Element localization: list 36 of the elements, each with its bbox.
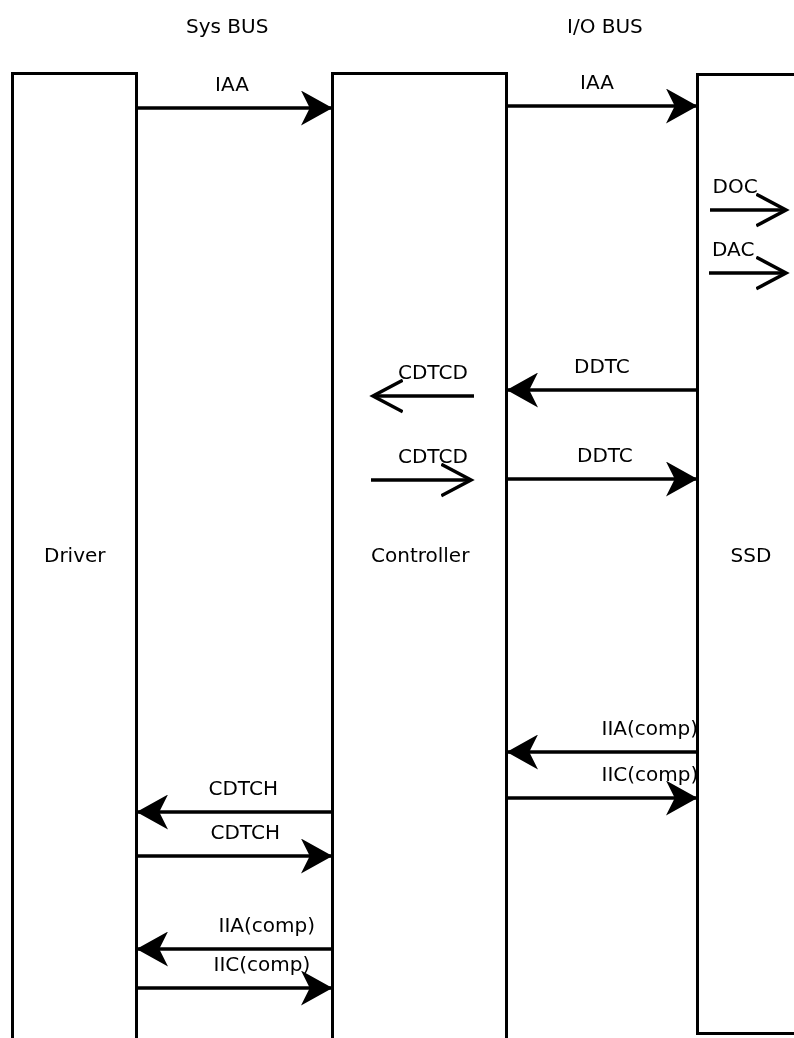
arrow: [506, 734, 698, 770]
edge-label: DDTC: [574, 356, 630, 376]
arrow: [506, 780, 698, 816]
edge-label: IIC(comp): [601, 764, 699, 784]
controller-box: [331, 72, 508, 1038]
arrow: [136, 970, 333, 1006]
arrow: [136, 931, 333, 967]
driver-box: [11, 72, 138, 1038]
edge-label: CDTCD: [398, 446, 468, 466]
node-label: SSD: [730, 545, 772, 565]
edge-label: IAA: [215, 74, 249, 94]
arrow: [506, 372, 698, 408]
arrow: [709, 255, 788, 291]
arrow: [136, 794, 333, 830]
arrow: [710, 192, 788, 228]
arrow: [506, 461, 698, 497]
edge-label: IAA: [580, 72, 614, 92]
arrow: [371, 462, 473, 498]
edge-label: CDTCD: [398, 362, 468, 382]
edge-label: CDTCH: [210, 822, 280, 842]
edge-label: IIC(comp): [213, 954, 311, 974]
bus-label: Sys BUS: [186, 16, 269, 36]
edge-label: CDTCH: [208, 778, 278, 798]
arrow: [371, 378, 474, 414]
edge-label: IIA(comp): [218, 915, 315, 935]
edge-label: IIA(comp): [601, 718, 698, 738]
arrow: [136, 90, 333, 126]
node-label: Driver: [44, 545, 106, 565]
edge-label: DAC: [712, 239, 755, 259]
edge-label: DDTC: [577, 445, 633, 465]
bus-label: I/O BUS: [567, 16, 643, 36]
node-label: Controller: [371, 545, 470, 565]
arrow: [506, 88, 698, 124]
arrow: [136, 838, 333, 874]
ssd-box: [696, 73, 794, 1035]
edge-label: DOC: [712, 176, 758, 196]
